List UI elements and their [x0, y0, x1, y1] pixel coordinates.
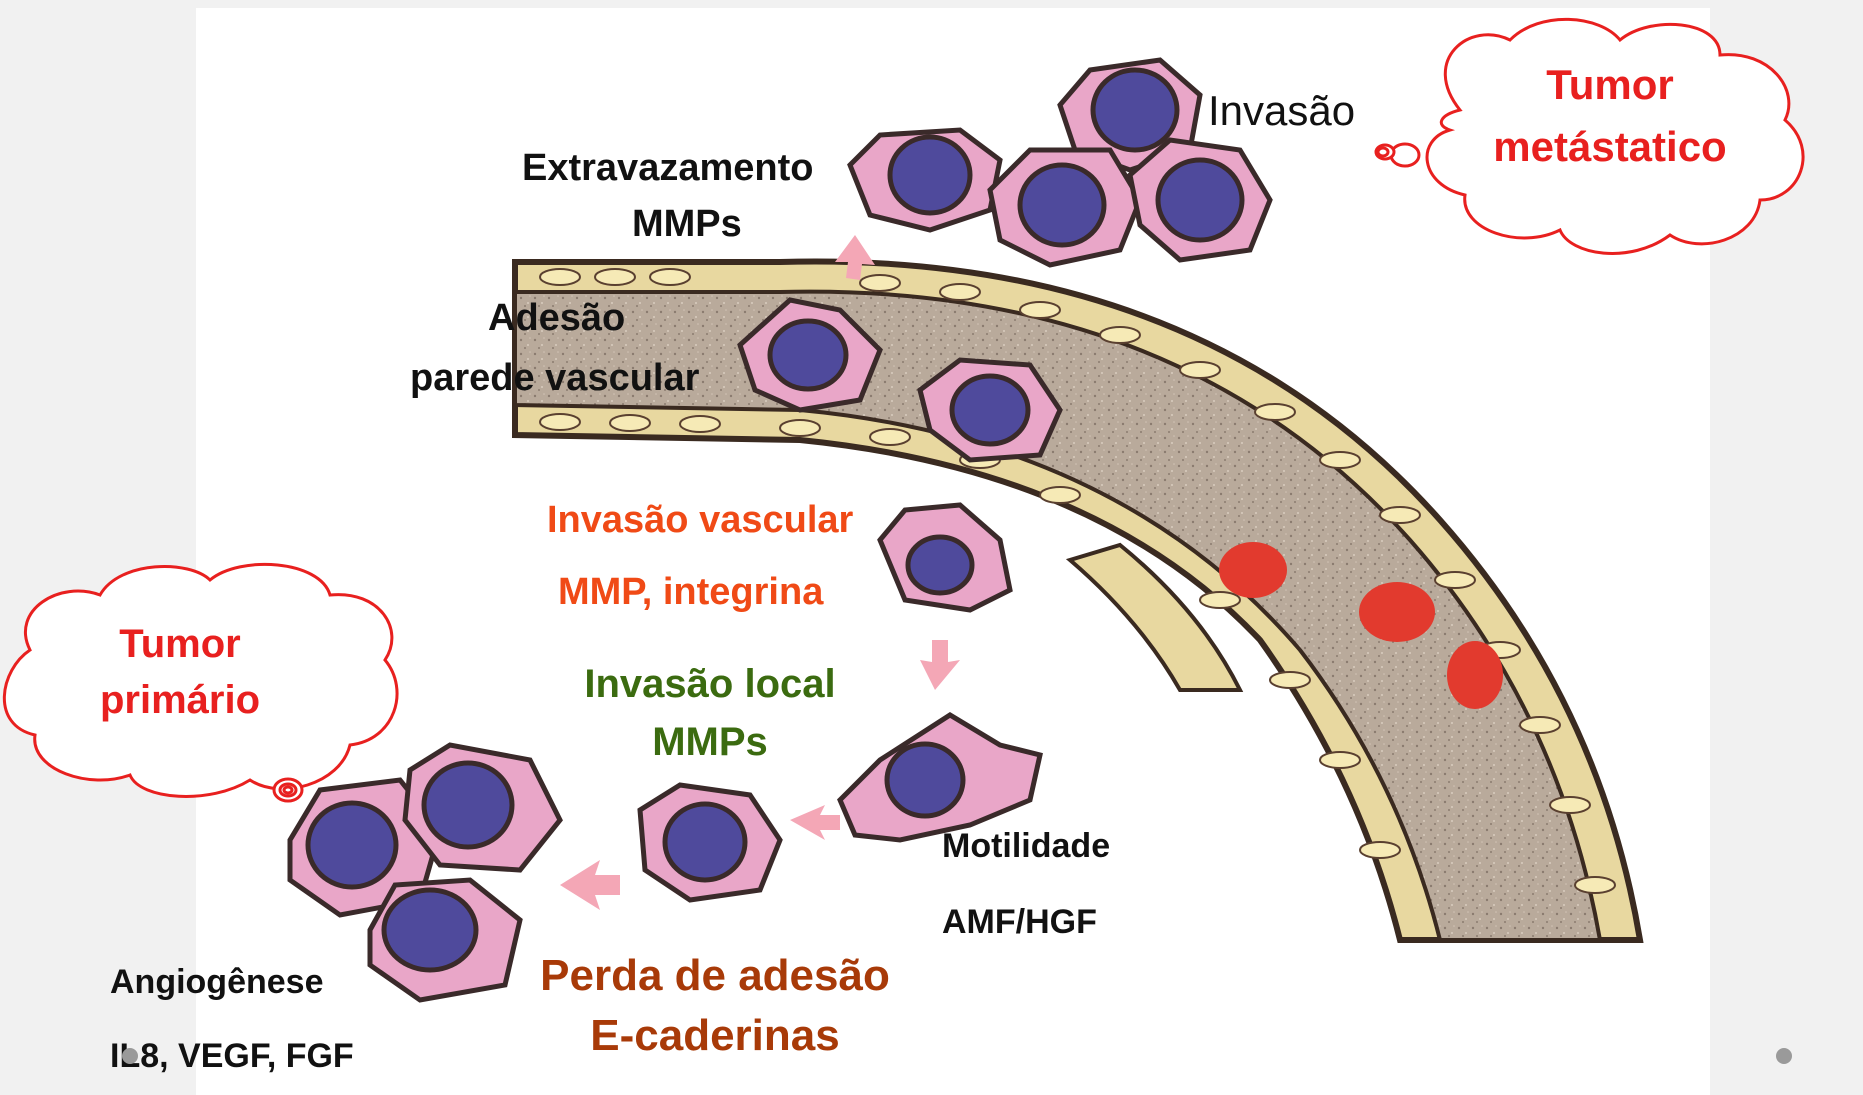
label-adesao: Adesão [488, 296, 625, 342]
slide-nav-dot-right[interactable] [1776, 1048, 1792, 1064]
label-il8-vegf-fgf: IL8, VEGF, FGF [110, 1036, 354, 1077]
label-extravazamento: Extravazamento [522, 146, 813, 192]
label-amf-hgf: AMF/HGF [942, 902, 1097, 943]
label-angiogenese: Angiogênese [110, 962, 323, 1003]
label-e-caderinas: E-caderinas [520, 1010, 910, 1063]
label-motilidade: Motilidade [942, 826, 1110, 867]
label-perda-adesao: Perda de adesão [520, 950, 910, 1003]
slide-nav-dot-left[interactable] [122, 1048, 138, 1064]
label-invasao-vascular: Invasão vascular [547, 498, 853, 544]
label-invasao: Invasão [1208, 86, 1355, 136]
label-mmps-local: MMPs [560, 718, 860, 766]
label-parede-vascular: parede vascular [410, 356, 699, 402]
label-tumor-metastatico-line1: Tumor [1480, 60, 1740, 110]
label-mmps-extravazamento: MMPs [632, 202, 742, 248]
label-mmp-integrina: MMP, integrina [558, 570, 823, 616]
label-tumor-metastatico-line2: metástatico [1480, 122, 1740, 172]
label-tumor-primario-line1: Tumor [60, 620, 300, 668]
label-invasao-local: Invasão local [560, 660, 860, 708]
label-tumor-primario-line2: primário [60, 676, 300, 724]
